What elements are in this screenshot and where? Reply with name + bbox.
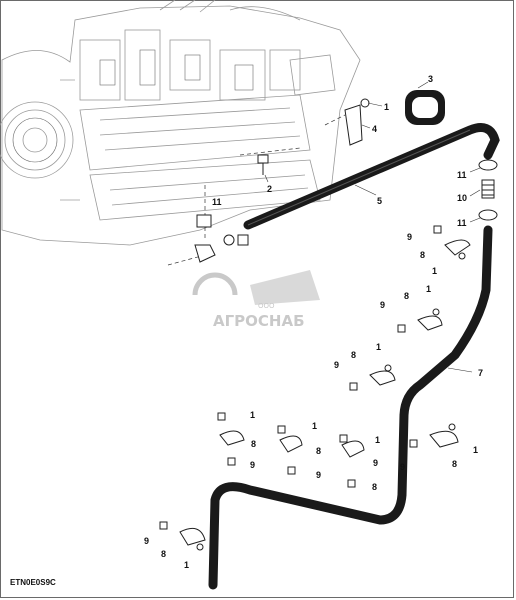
callout-8-e: 8	[316, 446, 321, 456]
callout-8-d: 8	[251, 439, 256, 449]
callout-9-b: 9	[380, 300, 385, 310]
callout-11-b: 11	[457, 218, 467, 228]
fitting-11-left	[194, 214, 249, 263]
part-2-bolt	[257, 154, 269, 175]
callout-11-a: 11	[457, 170, 467, 180]
callout-1-c: 1	[426, 284, 431, 294]
clamp-11-upper	[478, 159, 498, 221]
watermark: ООО АГРОСНАБ	[192, 270, 320, 330]
callout-8-h: 8	[161, 549, 166, 559]
callout-8-c: 8	[351, 350, 356, 360]
callout-9-f: 9	[373, 458, 378, 468]
callout-1-f: 1	[312, 421, 317, 431]
callout-1-a: 1	[384, 102, 389, 112]
callout-8-g: 8	[452, 459, 457, 469]
hose-7	[208, 225, 493, 590]
callout-1-d: 1	[376, 342, 381, 352]
callout-9-h: 9	[144, 536, 149, 546]
clamp-assemblies	[159, 225, 471, 551]
callout-9-c: 9	[334, 360, 339, 370]
callout-4: 4	[372, 124, 377, 134]
callout-8-a: 8	[420, 250, 425, 260]
fitting-10	[481, 179, 495, 199]
hose-5	[243, 123, 500, 230]
callout-leaders	[264, 81, 481, 373]
callout-9-a: 9	[407, 232, 412, 242]
callout-1-g: 1	[375, 435, 380, 445]
callout-9-g: 9	[400, 462, 405, 472]
engine-detail	[12, 49, 254, 201]
callout-9-e: 9	[316, 470, 321, 480]
callout-8-b: 8	[404, 291, 409, 301]
callout-9-d: 9	[250, 460, 255, 470]
callout-7: 7	[478, 368, 483, 378]
callout-2: 2	[267, 184, 272, 194]
callout-1-i: 1	[184, 560, 189, 570]
watermark-company: АГРОСНАБ	[213, 312, 305, 330]
part-3-gasket	[405, 90, 445, 125]
callout-labels: 1 4 3 2 5 11 10 11 11 9 8 1 9 8 1 9 8 1 …	[144, 74, 483, 570]
watermark-prefix: ООО	[258, 302, 275, 310]
callout-1-b: 1	[432, 266, 437, 276]
callout-3: 3	[428, 74, 433, 84]
part-4-bracket	[344, 98, 370, 146]
callout-1-h: 1	[473, 445, 478, 455]
callout-11-c: 11	[212, 197, 222, 207]
callout-8-f: 8	[372, 482, 377, 492]
callout-10: 10	[457, 193, 467, 203]
engine-block	[0, 0, 361, 246]
callout-5: 5	[377, 196, 382, 206]
callout-1-e: 1	[250, 410, 255, 420]
document-id: ETN0E0S9C	[10, 578, 56, 587]
